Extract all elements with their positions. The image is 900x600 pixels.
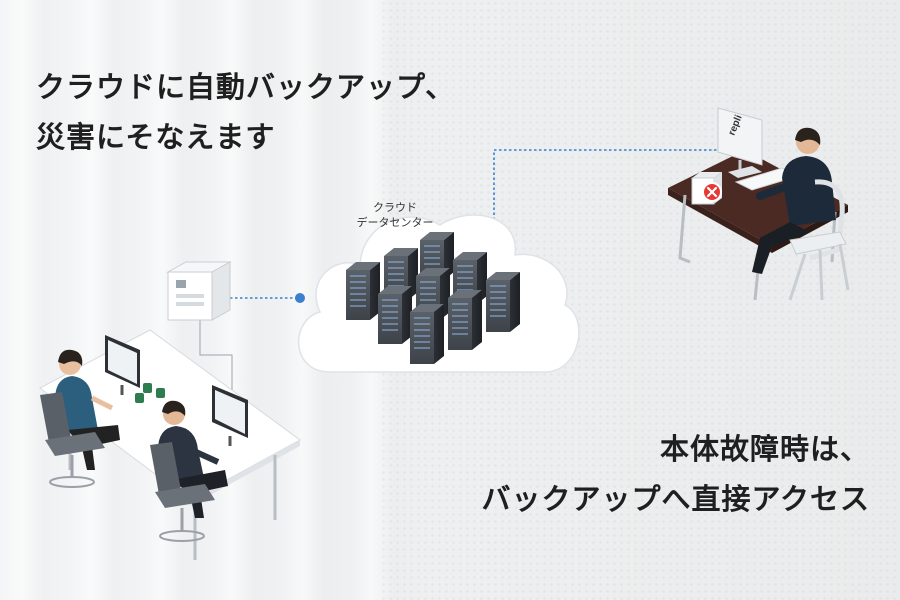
server-rack [448, 290, 482, 350]
monitor-remote [717, 107, 763, 178]
server-racks [346, 232, 520, 364]
connector-node-cloud-left [295, 293, 305, 303]
connector-nas-to-desk [199, 320, 233, 395]
server-rack [346, 262, 380, 320]
connector-cloud-to-remote [493, 149, 720, 230]
chair-woman [40, 392, 105, 488]
chair-remote [788, 179, 850, 301]
nas-device-icon [166, 261, 232, 321]
server-rack [486, 272, 520, 332]
mugs [135, 383, 165, 403]
headline-top-line2: 災害にそなえます [36, 120, 276, 154]
cloud-label: クラウド データセンター [345, 200, 445, 230]
headline-top-line1: クラウドに自動バックアップ、 [36, 70, 456, 104]
headline-top: クラウドに自動バックアップ、 災害にそなえます [36, 62, 455, 162]
monitor-brand-text: repli [727, 113, 745, 137]
x-circle-icon [702, 182, 722, 202]
headline-bottom-line2: バックアップへ直接アクセス [481, 482, 870, 516]
server-rack [410, 304, 444, 364]
cloud-label-line2: データセンター [356, 216, 434, 229]
cloud-label-line1: クラウド [373, 201, 417, 214]
headline-bottom: 本体故障時は、 バックアップへ直接アクセス [481, 424, 870, 524]
monitor-local-right [212, 385, 248, 446]
chair-man-local [150, 442, 215, 542]
connector-lines [199, 149, 720, 395]
monitor-local-left [105, 335, 140, 395]
server-rack [378, 286, 412, 344]
headline-bottom-line1: 本体故障時は、 [659, 432, 870, 466]
person-man-remote [752, 127, 836, 274]
